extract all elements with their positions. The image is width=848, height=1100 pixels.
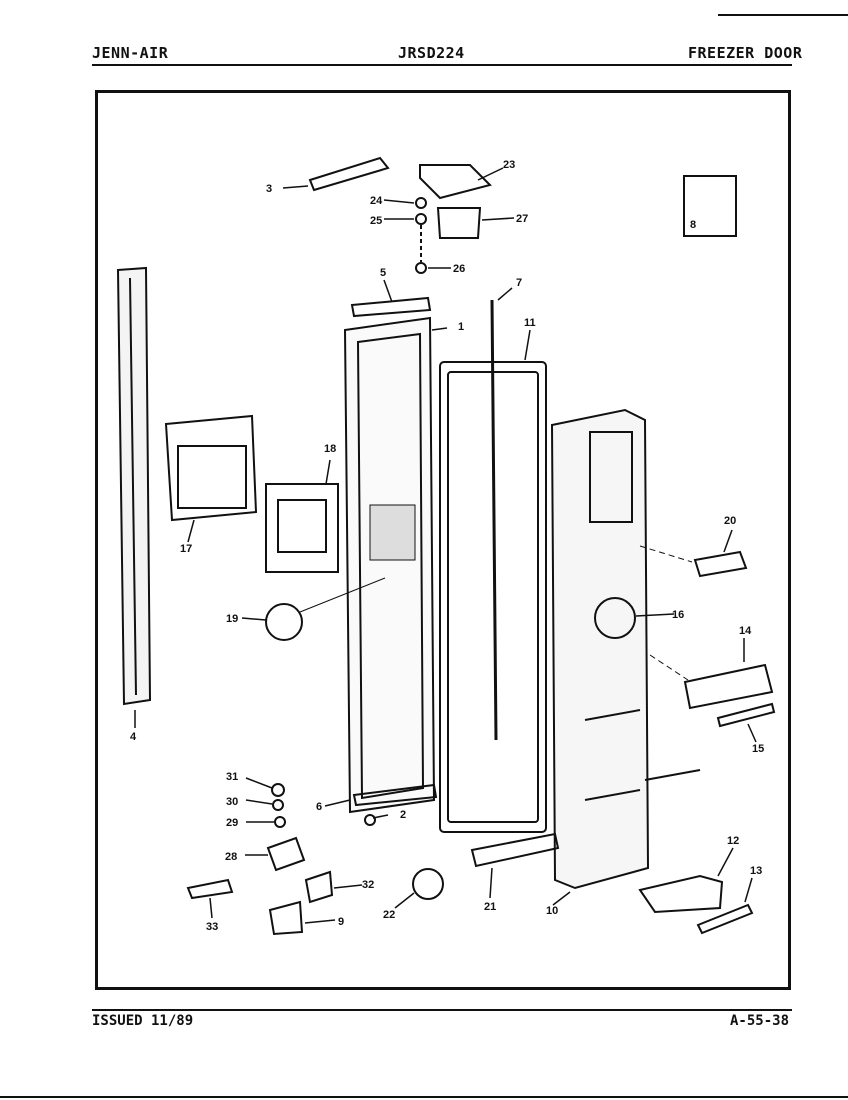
part-19-detail — [265, 603, 303, 641]
model-number: JRSD224 — [398, 44, 465, 62]
callout-10: 10 — [546, 905, 558, 917]
part-1-door-panel — [343, 316, 436, 814]
part-15-trim — [716, 702, 776, 728]
part-14-shelf — [683, 663, 774, 710]
callout-20: 20 — [724, 515, 736, 527]
part-4-trim-strip — [116, 266, 152, 706]
part-17-dispenser-housing — [164, 414, 258, 522]
part-21-panel — [470, 832, 560, 868]
callout-9: 9 — [338, 916, 344, 928]
callout-14: 14 — [739, 625, 752, 637]
part-27-hinge-plate — [436, 207, 482, 239]
issued-date: ISSUED 11/89 — [92, 1013, 194, 1029]
part-12-shelf — [638, 874, 724, 914]
footer-rule — [92, 1009, 792, 1011]
bottom-rule — [0, 1096, 848, 1098]
header-rule — [92, 64, 792, 66]
callout-27: 27 — [516, 213, 528, 225]
part-3-hinge-cover — [308, 156, 390, 192]
page-code: A-55-38 — [730, 1013, 790, 1029]
callout-30: 30 — [226, 796, 238, 808]
part-18-gasket-plate — [265, 483, 339, 573]
callout-25: 25 — [370, 215, 382, 227]
callout-17: 17 — [180, 543, 192, 555]
callout-19: 19 — [226, 613, 238, 625]
top-right-mark — [718, 14, 848, 16]
brand-name: JENN-AIR — [92, 44, 169, 62]
callout-32: 32 — [362, 879, 374, 891]
callout-33: 33 — [206, 921, 218, 933]
callout-28: 28 — [225, 851, 237, 863]
callout-23: 23 — [503, 159, 515, 171]
callout-4: 4 — [130, 731, 137, 743]
part-28-bracket — [266, 836, 306, 872]
part-8-inset-box — [683, 175, 737, 237]
callout-12: 12 — [727, 835, 739, 847]
callout-6: 6 — [316, 801, 322, 813]
callout-18: 18 — [324, 443, 336, 455]
callout-31: 31 — [226, 771, 238, 783]
part-9-cover — [268, 900, 304, 936]
callout-2: 2 — [400, 809, 406, 821]
callout-24: 24 — [370, 195, 383, 207]
section-title: FREEZER DOOR — [688, 44, 803, 62]
callout-21: 21 — [484, 901, 496, 913]
part-7-strip — [490, 299, 498, 741]
part-33-clip — [186, 878, 234, 900]
part-20-tray — [693, 550, 748, 578]
part-23-hinge — [419, 164, 492, 200]
callout-3: 3 — [266, 183, 272, 195]
callout-22: 22 — [383, 909, 395, 921]
part-5-bracket — [350, 296, 432, 318]
part-10-door-liner — [550, 408, 650, 890]
callout-29: 29 — [226, 817, 238, 829]
part-13-trim — [696, 903, 754, 935]
callout-11: 11 — [524, 317, 536, 329]
callout-26: 26 — [453, 263, 465, 275]
callout-15: 15 — [752, 743, 764, 755]
callout-5: 5 — [380, 267, 386, 279]
callout-7: 7 — [516, 277, 522, 289]
part-6-bracket — [352, 783, 438, 807]
part-32-clip — [304, 870, 334, 904]
callout-1: 1 — [458, 321, 464, 333]
callout-16: 16 — [672, 609, 684, 621]
part-22-detail — [412, 868, 444, 900]
callout-8: 8 — [690, 219, 696, 231]
diagram-frame — [95, 90, 791, 990]
callout-13: 13 — [750, 865, 762, 877]
